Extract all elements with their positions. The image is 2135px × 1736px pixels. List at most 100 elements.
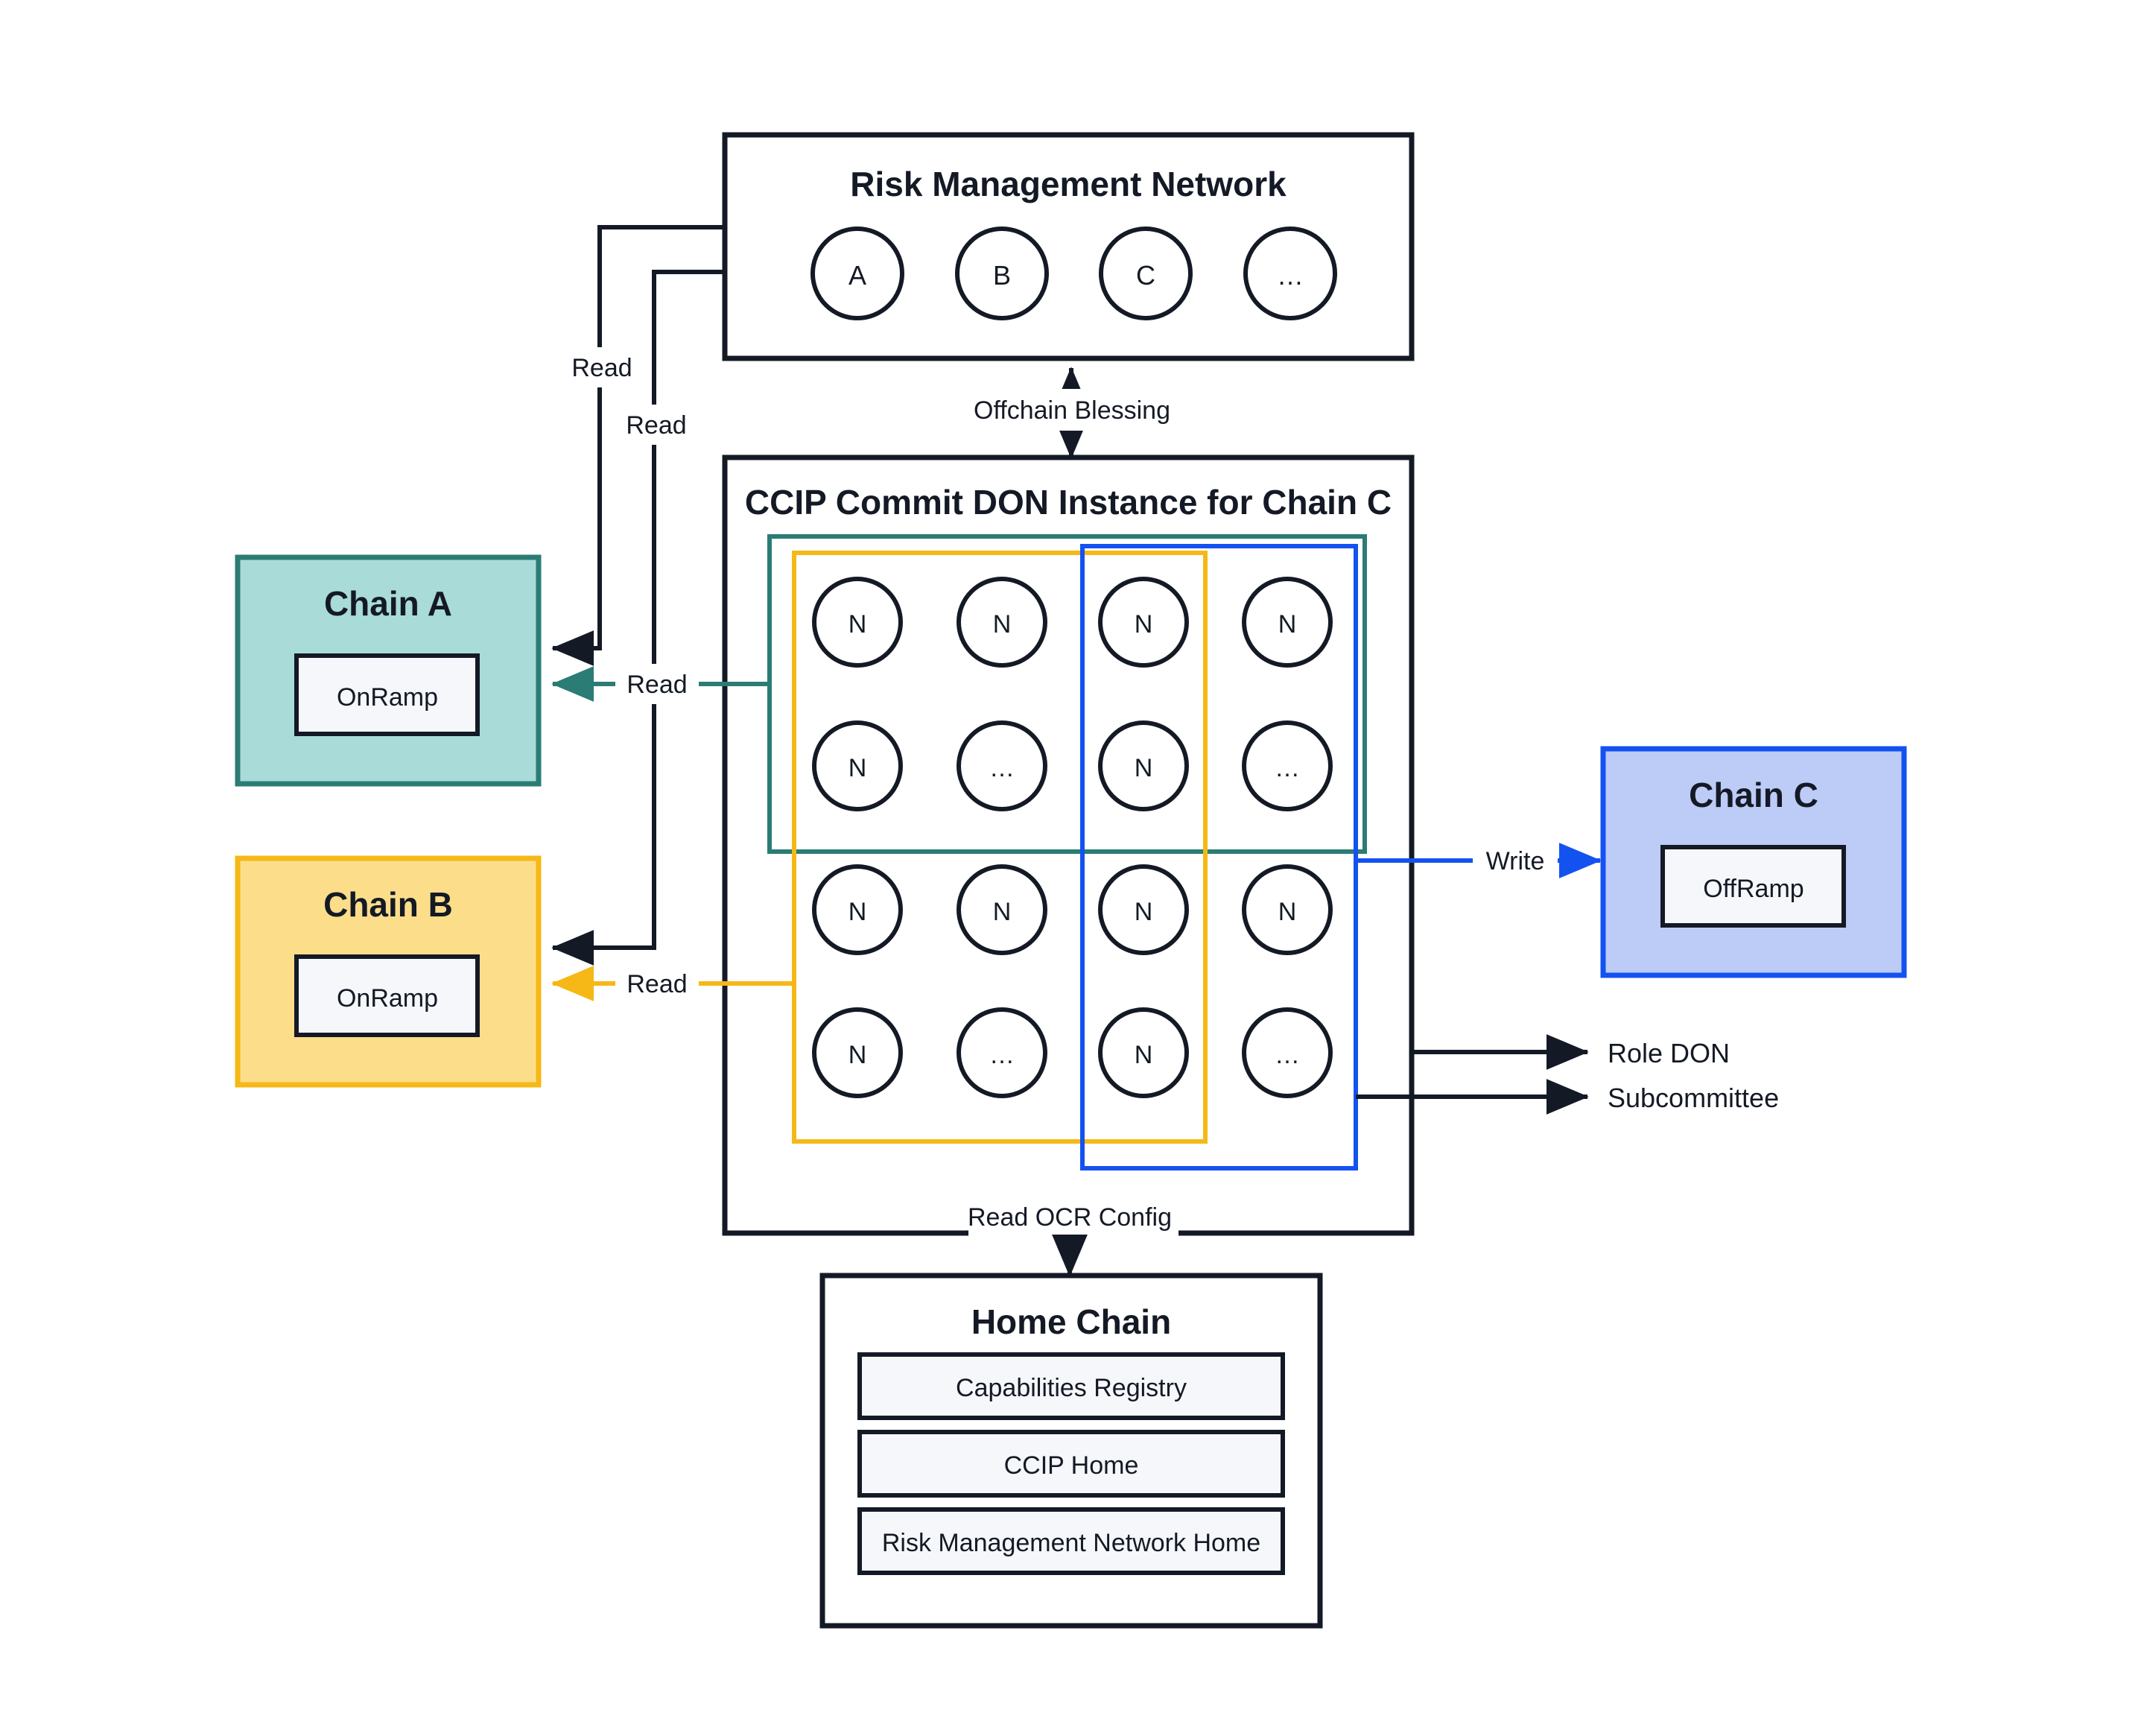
don-node-label: … xyxy=(1275,754,1300,782)
don-write-chain-c-label: Write xyxy=(1486,847,1545,875)
don-write-chain-c-label-bg xyxy=(1473,840,1558,881)
don-node-label: N xyxy=(848,754,867,782)
edge-don-read-chain-a: Read xyxy=(551,664,770,704)
don-node-label: N xyxy=(848,610,867,639)
ccip-home-label: CCIP Home xyxy=(1004,1451,1139,1480)
rmn-node-c-circle xyxy=(1099,226,1193,320)
rmn-node-c-label: C xyxy=(1136,260,1155,291)
risk-management-network-title: Risk Management Network xyxy=(850,165,1287,203)
don-node-circle xyxy=(957,720,1047,811)
don-node-circle xyxy=(1098,1007,1189,1098)
don-node: N xyxy=(812,1007,903,1098)
legend-role-don: Role DON xyxy=(1412,1034,1730,1070)
risk-management-network-box: Risk Management Network A B C … xyxy=(722,132,1415,361)
don-node: N xyxy=(957,577,1047,668)
don-node-label: N xyxy=(848,1041,867,1069)
don-node-circle xyxy=(1098,720,1189,811)
rmn-home-label: Risk Management Network Home xyxy=(882,1529,1260,1557)
rmn-node-more: … xyxy=(1243,226,1337,320)
don-node-circle xyxy=(957,864,1047,955)
chain-c-offramp-label: OffRamp xyxy=(1703,875,1804,903)
edge-don-read-chain-b: Read xyxy=(551,963,794,1004)
rmn-read-chain-a-label-bg xyxy=(564,347,641,387)
home-chain-title: Home Chain xyxy=(971,1302,1171,1341)
don-node-label: N xyxy=(1278,898,1297,926)
home-chain-box: Home Chain Capabilities Registry CCIP Ho… xyxy=(819,1273,1323,1629)
don-node-circle xyxy=(1242,864,1333,955)
commit-don-box: CCIP Commit DON Instance for Chain C N N… xyxy=(722,454,1415,1236)
rmn-node-a-circle xyxy=(810,226,904,320)
don-node-label: … xyxy=(1275,1041,1300,1069)
don-node: … xyxy=(1242,1007,1333,1098)
commit-don-title: CCIP Commit DON Instance for Chain C xyxy=(745,483,1392,522)
rmn-node-b: B xyxy=(955,226,1049,320)
commit-don-frame xyxy=(722,454,1415,1236)
don-node: N xyxy=(1242,577,1333,668)
legend-subcommittee-label: Subcommittee xyxy=(1608,1083,1779,1113)
legend-subcommittee: Subcommittee xyxy=(1356,1079,1779,1115)
don-node-circle xyxy=(957,577,1047,668)
rmn-node-c: C xyxy=(1099,226,1193,320)
rmn-read-chain-b-label-bg xyxy=(618,405,696,445)
chain-b-box: Chain B OnRamp xyxy=(235,855,542,1088)
don-node-circle xyxy=(957,1007,1047,1098)
edge-read-ocr-config: Read OCR Config xyxy=(968,1198,1178,1277)
rmn-node-b-label: B xyxy=(993,260,1011,291)
don-node: N xyxy=(812,577,903,668)
don-read-chain-b-label-bg xyxy=(615,963,699,1004)
overlay-amber-role-don xyxy=(792,551,1208,1144)
chain-c-box: Chain C OffRamp xyxy=(1600,746,1907,978)
don-node: … xyxy=(957,720,1047,811)
chain-b-title: Chain B xyxy=(323,885,453,924)
home-chain-contract-ccip-home: CCIP Home xyxy=(857,1430,1285,1498)
don-node-circle xyxy=(812,864,903,955)
commit-don-node-grid: N N N N N … xyxy=(812,577,1333,1098)
don-node-label: … xyxy=(989,1041,1015,1069)
chain-a-box: Chain A OnRamp xyxy=(235,554,542,787)
don-node-label: N xyxy=(993,610,1012,639)
don-read-chain-a-label-bg xyxy=(615,664,699,704)
edge-don-write-chain-c: Write xyxy=(1356,840,1602,881)
chain-c-title: Chain C xyxy=(1689,776,1818,814)
don-node: N xyxy=(957,864,1047,955)
don-node-circle xyxy=(1242,1007,1333,1098)
don-node: N xyxy=(812,864,903,955)
offchain-blessing-label-bg xyxy=(976,389,1168,431)
chain-b-onramp-frame xyxy=(294,954,480,1037)
capabilities-registry-frame xyxy=(857,1352,1285,1420)
rmn-read-chain-b-label: Read xyxy=(626,411,686,440)
capabilities-registry-label: Capabilities Registry xyxy=(956,1374,1187,1402)
overlay-blue-subcommittee xyxy=(1080,544,1358,1170)
don-node: N xyxy=(1098,1007,1189,1098)
don-node-circle xyxy=(812,1007,903,1098)
chain-a-onramp-frame xyxy=(294,653,480,736)
offchain-blessing-label: Offchain Blessing xyxy=(974,396,1170,425)
don-node: N xyxy=(1098,577,1189,668)
don-node-label: N xyxy=(1135,898,1153,926)
ccip-home-frame xyxy=(857,1430,1285,1498)
read-ocr-config-label: Read OCR Config xyxy=(968,1203,1172,1232)
don-node-circle xyxy=(1098,577,1189,668)
don-node-circle xyxy=(812,577,903,668)
don-node: N xyxy=(1242,864,1333,955)
don-node-label: N xyxy=(1135,1041,1153,1069)
home-chain-contract-rmn-home: Risk Management Network Home xyxy=(857,1507,1285,1575)
don-node-label: N xyxy=(1278,610,1297,639)
don-node-label: N xyxy=(1135,754,1153,782)
rmn-read-chain-a-label: Read xyxy=(571,354,632,382)
edge-offchain-blessing: Offchain Blessing xyxy=(974,367,1170,459)
don-read-chain-a-label: Read xyxy=(626,671,687,699)
don-node-circle xyxy=(812,720,903,811)
rmn-node-b-circle xyxy=(955,226,1049,320)
don-node-circle xyxy=(1242,577,1333,668)
home-chain-contract-capabilities-registry: Capabilities Registry xyxy=(857,1352,1285,1420)
don-node: … xyxy=(1242,720,1333,811)
chain-c-offramp-frame xyxy=(1660,845,1846,928)
don-node-label: N xyxy=(993,898,1012,926)
don-read-chain-b-label: Read xyxy=(626,970,687,998)
overlay-teal-role-don xyxy=(767,534,1367,854)
rmn-node-a: A xyxy=(810,226,904,320)
don-node-circle xyxy=(1098,864,1189,955)
